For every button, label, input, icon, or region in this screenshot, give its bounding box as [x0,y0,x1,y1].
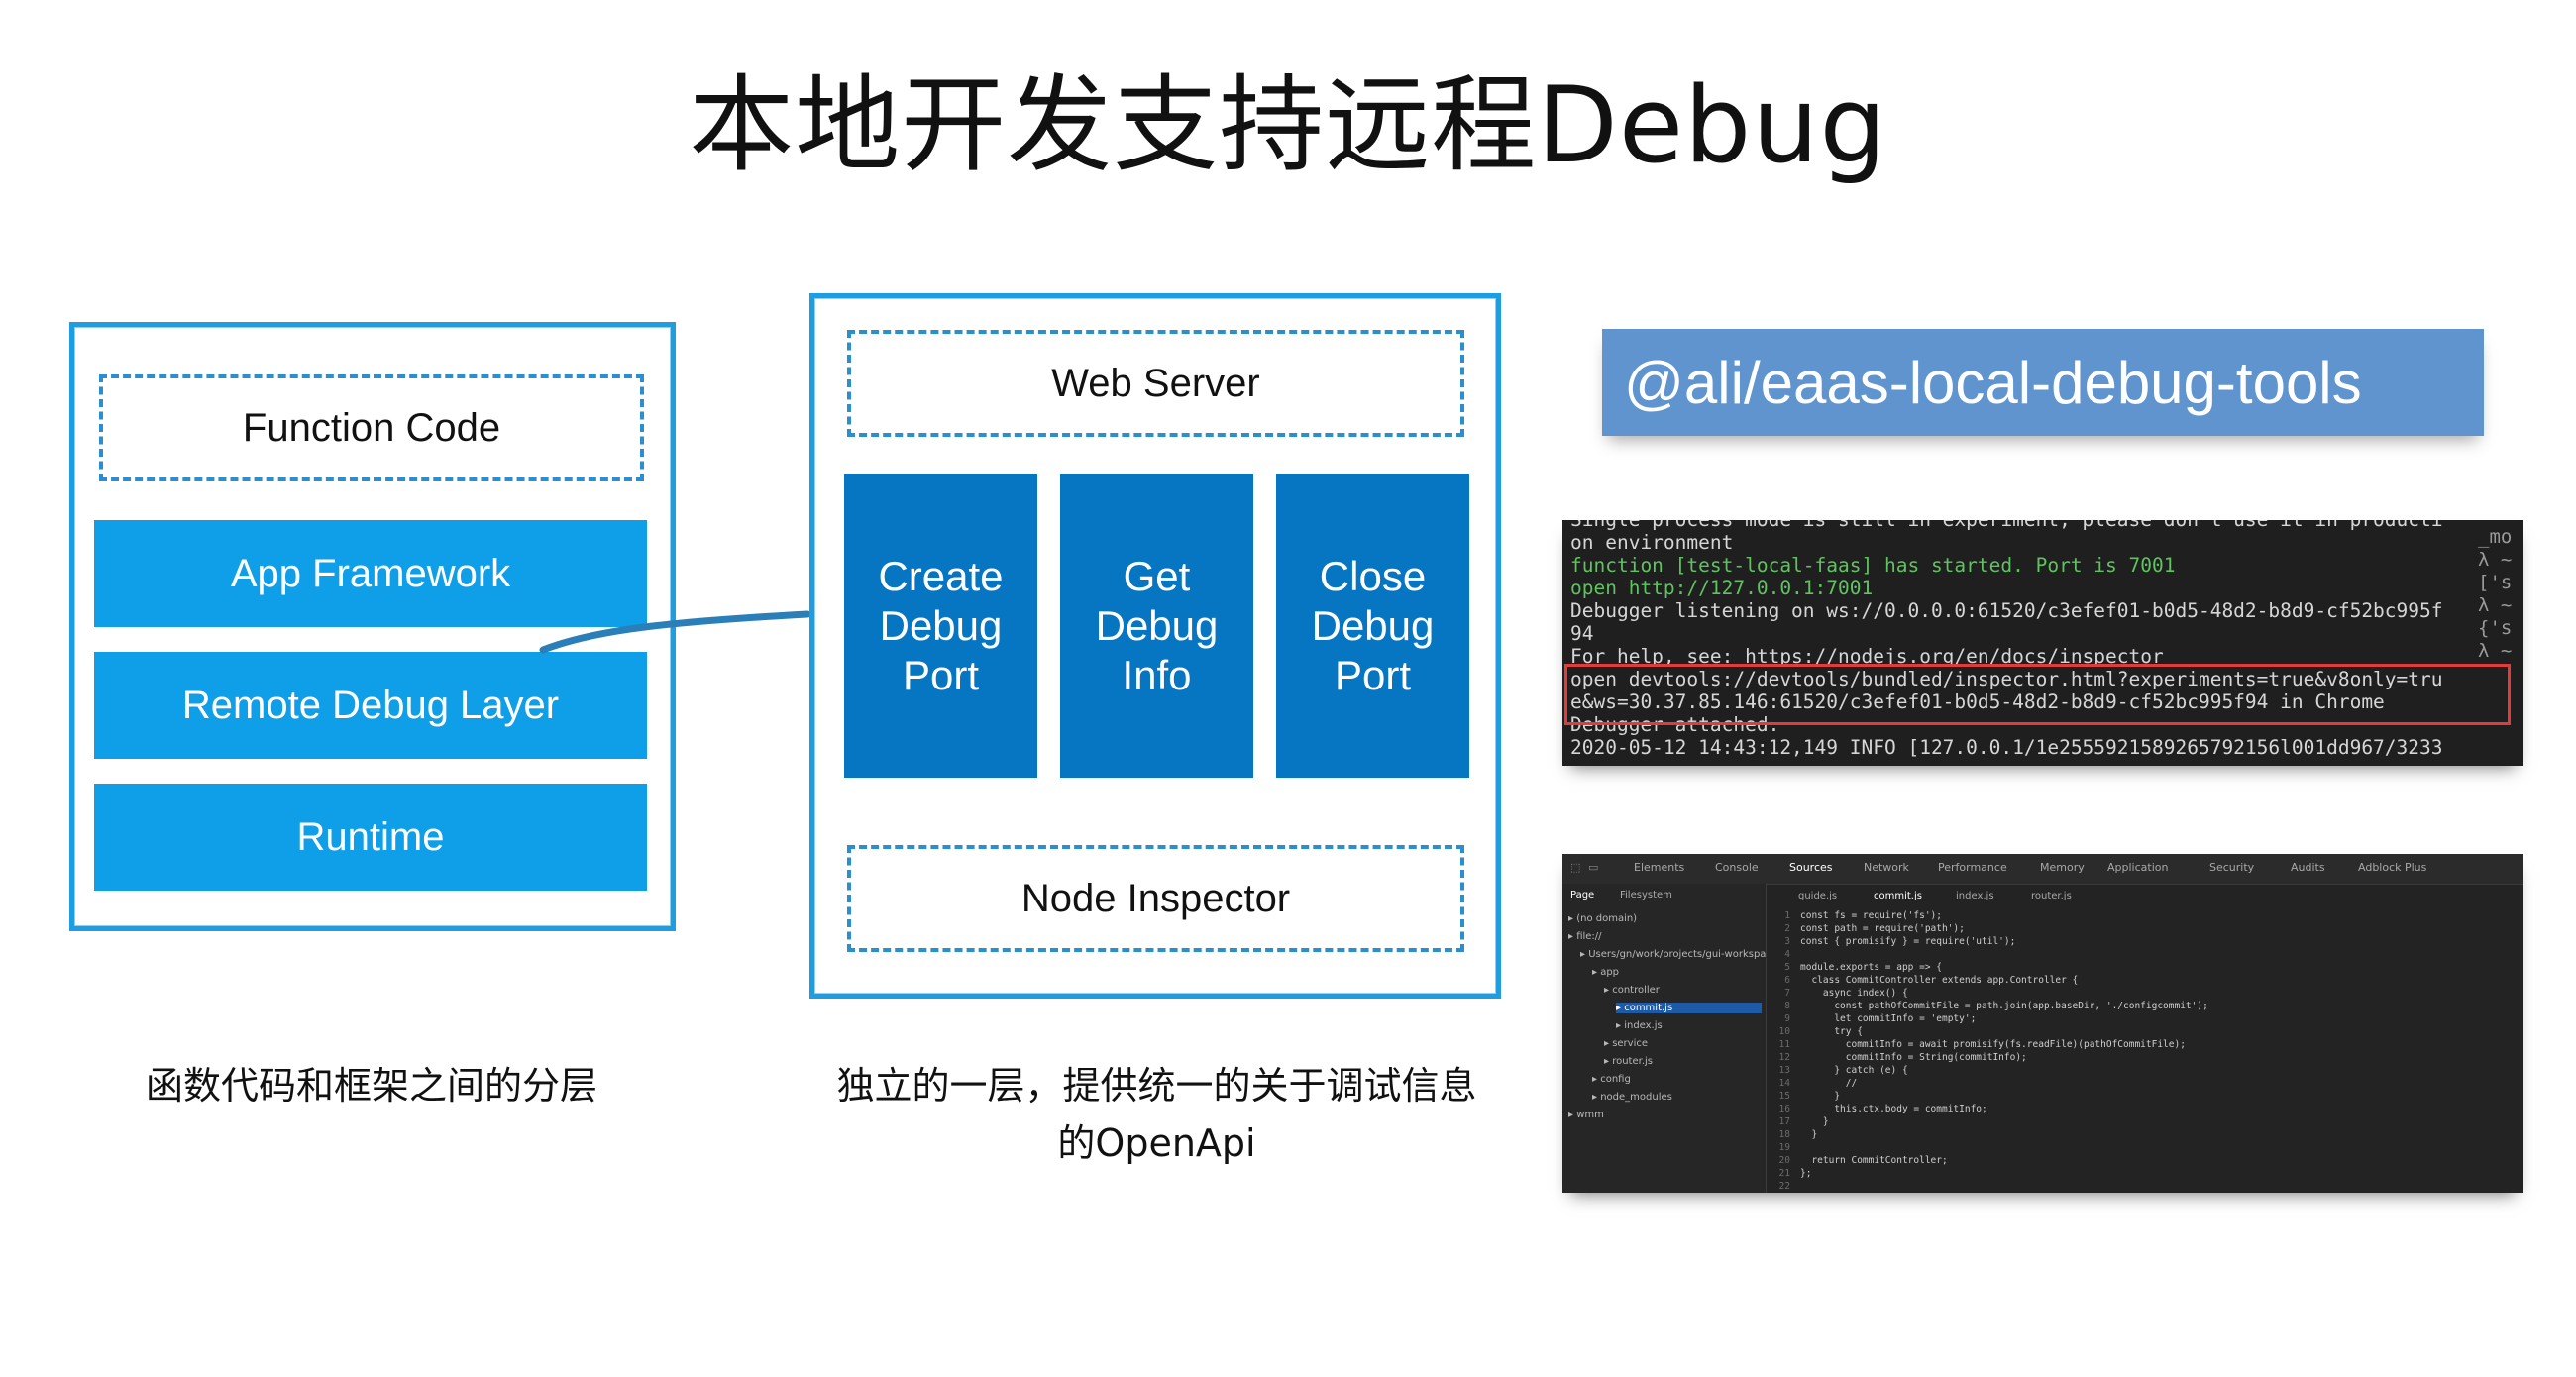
devtools-screenshot: ⬚ ▭ Elements Console Sources Network Perform… [1562,854,2523,1193]
terminal-line: Debugger listening on ws://0.0.0.0:61520… [1570,599,2443,622]
api-label-line: Debug [1095,601,1219,649]
devtools-tree-item[interactable]: ▸ node_modules [1592,1092,1672,1103]
code-line: let commitInfo = 'empty'; [1800,1013,1977,1024]
devtools-tree-item[interactable]: ▸ config [1592,1074,1631,1085]
left-caption: 函数代码和框架之间的分层 [145,1064,597,1108]
code-line: }; [1800,1168,1812,1179]
devtools-file-tab[interactable]: router.js [2031,891,2072,901]
code-line: const pathOfCommitFile = path.join(app.b… [1800,1001,2208,1011]
devtools-file-tab[interactable]: index.js [1956,891,1994,901]
runtime-layer: Runtime [94,784,647,891]
devtools-tree-item[interactable]: ▸ index.js [1616,1020,1663,1031]
code-line: commitInfo = String(commitInfo); [1800,1052,2027,1063]
remote-debug-layer: Remote Debug Layer [94,652,647,759]
slide-title: 本地开发支持远程Debug [689,64,1887,186]
devtools-tree-item[interactable]: ▸ service [1604,1038,1649,1049]
terminal-line: open http://127.0.0.1:7001 [1570,577,1874,599]
code-line: } [1800,1091,1841,1102]
terminal-line: function [test-local-faas] has started. … [1570,554,2176,577]
devtools-inspect-icon[interactable]: ⬚ [1570,861,1581,874]
code-line: try { [1800,1026,1863,1037]
terminal-line: Single process mode is still in experime… [1570,520,2443,531]
api-label-line: Close [1319,552,1427,599]
middle-stack-frame [809,293,1501,999]
code-line: } [1800,1116,1829,1127]
devtools-tree-item[interactable]: ▸ wmm [1568,1110,1604,1120]
devtools-tab[interactable]: Network [1864,861,1909,874]
devtools-tab[interactable]: Audits [2291,861,2325,874]
terminal-side-pane: _mo λ ~ ['s λ ~ {'s λ ~ [2478,526,2513,662]
devtools-tab[interactable]: Memory [2040,861,2085,874]
api-label-line: Port [1334,651,1411,698]
code-line: commitInfo = await promisify(fs.readFile… [1800,1039,2186,1050]
code-line: class CommitController extends app.Contr… [1800,975,2079,986]
get-debug-info-api: Get Debug Info [1060,474,1253,778]
code-line: } catch (e) { [1800,1065,1908,1076]
api-label-line: Get [1123,552,1191,599]
terminal-line: 94 [1570,622,1594,645]
devtools-tree-item[interactable]: ▸ app [1592,967,1620,978]
highlight-box [1564,664,2511,725]
code-line: async index() { [1800,988,1908,999]
terminal-line: e&ws=30.37.85.146:61520/c3efef01-b0d5-48… [1570,690,2385,713]
devtools-tab[interactable]: Application [2107,861,2169,874]
devtools-tree-item[interactable]: ▸ file:// [1568,931,1602,942]
devtools-file-tab[interactable]: commit.js [1874,891,1922,901]
code-line: const path = require('path'); [1800,923,1965,934]
code-line: this.ctx.body = commitInfo; [1800,1104,1987,1114]
devtools-tab[interactable]: Performance [1938,861,2007,874]
devtools-file-navigator: Page Filesystem ▸ (no domain) ▸ file:// ▸ U… [1562,884,1767,1193]
api-label-line: Debug [879,601,1003,649]
code-line: const { promisify } = require('util'); [1800,936,2016,947]
code-line: module.exports = app => { [1800,962,1942,973]
connector-line [539,610,811,654]
devtools-tab[interactable]: Console [1715,861,1759,874]
function-code-box: Function Code [99,374,644,481]
api-label-line: Debug [1311,601,1435,649]
devtools-tab[interactable]: Security [2209,861,2255,874]
devtools-subtab[interactable]: Page [1570,890,1595,900]
api-label-line: Info [1122,651,1192,698]
terminal-line: on environment [1570,531,1734,554]
create-debug-port-api: Create Debug Port [844,474,1037,778]
devtools-subtab[interactable]: Filesystem [1620,890,1672,900]
devtools-tree-item[interactable]: ▸ commit.js [1616,1003,1762,1013]
devtools-tree-item[interactable]: ▸ router.js [1604,1056,1653,1067]
devtools-tree-item[interactable]: ▸ (no domain) [1568,913,1638,924]
middle-caption: 独立的一层，提供统一的关于调试信息 的OpenApi [793,1057,1521,1172]
devtools-tree-item[interactable]: ▸ controller [1604,985,1660,996]
code-line: } [1800,1129,1818,1140]
app-framework-layer: App Framework [94,520,647,627]
code-line: return CommitController; [1800,1155,1948,1166]
close-debug-port-api: Close Debug Port [1276,474,1469,778]
middle-caption-line-1: 独立的一层，提供统一的关于调试信息 [836,1064,1477,1108]
middle-caption-line-2: 的OpenApi [1057,1121,1256,1165]
terminal-line: open devtools://devtools/bundled/inspect… [1570,668,2443,690]
terminal-line: 2020-05-12 14:43:12,149 INFO [127.0.0.1/… [1570,736,2443,759]
terminal-screenshot: Single process mode is still in experime… [1562,520,2523,766]
node-inspector-box: Node Inspector [847,845,1464,952]
devtools-tab[interactable]: Adblock Plus [2358,861,2427,874]
devtools-line-numbers: 1 2 3 4 5 6 7 8 9 10 11 12 13 14 15 16 1… [1778,910,1790,1192]
devtools-file-tab[interactable]: guide.js [1798,891,1838,901]
devtools-tab[interactable]: Sources [1789,861,1833,874]
api-label-line: Port [902,651,980,698]
code-line: const fs = require('fs'); [1800,910,1942,921]
api-label-line: Create [878,552,1004,599]
devtools-tree-item[interactable]: ▸ Users/gn/work/projects/gui-workspa [1580,949,1767,960]
web-server-box: Web Server [847,330,1464,437]
terminal-line: For help, see: https://nodejs.org/en/doc… [1570,645,2164,668]
devtools-device-icon[interactable]: ▭ [1588,861,1599,874]
code-line: // [1800,1078,1858,1089]
devtools-tabbar: ⬚ ▭ Elements Console Sources Network Perform… [1562,854,2523,885]
devtools-tab[interactable]: Elements [1634,861,1685,874]
package-label: @ali/eaas-local-debug-tools [1602,329,2484,436]
